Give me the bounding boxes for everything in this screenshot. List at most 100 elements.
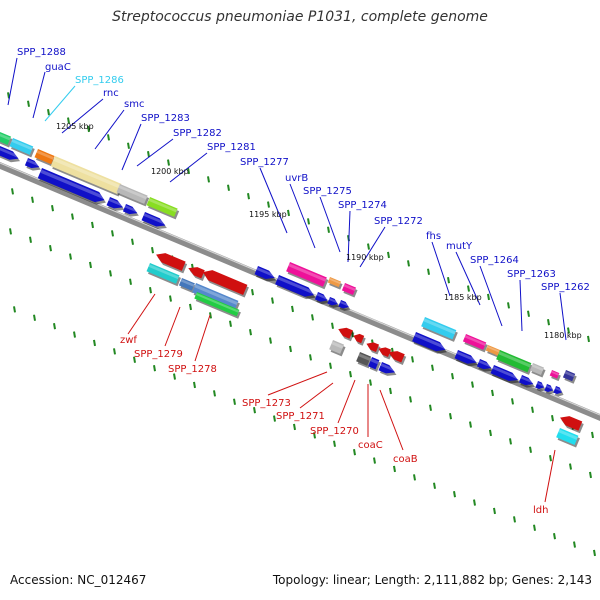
forward-gene-arrow-highlight [328,297,339,304]
scale-tick [547,318,550,326]
feature-box [341,283,357,296]
scale-tick [291,305,294,313]
feature-box [556,428,579,445]
scale-tick [151,246,154,254]
scale-tick [373,457,376,464]
gene-label-uvrb[interactable]: uvrB [285,173,308,184]
forward-gene-arrow [275,275,314,297]
gene-label-spp-1263[interactable]: SPP_1263 [507,269,556,280]
gene-label-spp-1277[interactable]: SPP_1277 [240,157,289,168]
feature-box-highlight [53,157,121,189]
gene-label-spp-1281[interactable]: SPP_1281 [207,142,256,153]
scale-tick [573,541,576,548]
gene-label-smc[interactable]: smc [124,99,144,110]
forward-gene-arrow-highlight [520,376,535,384]
gene-label-coab[interactable]: coaB [393,454,418,465]
forward-gene-arrow-highlight [26,159,41,167]
feature-box-highlight [195,292,240,313]
reverse-gene-arrow [156,253,186,271]
gene-label-ldh[interactable]: ldh [533,505,548,516]
feature-box-highlight [11,139,33,151]
gene-label-spp-1272[interactable]: SPP_1272 [374,216,423,227]
scale-tick [493,507,496,515]
scale-tick [473,499,476,506]
leader-line [44,85,76,122]
forward-gene-arrow-highlight [40,169,106,200]
gene-label-spp-1275[interactable]: SPP_1275 [303,186,352,197]
gene-label-spp-1262[interactable]: SPP_1262 [541,282,590,293]
scale-tick [593,549,596,557]
gene-label-spp-1264[interactable]: SPP_1264 [470,255,519,266]
scale-tick [533,524,536,531]
gene-label-spp-1283[interactable]: SPP_1283 [141,113,190,124]
feature-box-highlight [194,284,238,305]
scale-tick [89,261,92,269]
scale-tick [327,226,330,233]
forward-gene-arrow [24,158,40,169]
leader-line [544,449,556,503]
feature-box-highlight [0,133,11,141]
scale-tick [29,236,32,243]
scale-tick [447,276,450,284]
scale-tick [49,244,52,252]
gene-label-guac[interactable]: guaC [45,62,71,73]
leader-line [347,210,351,263]
scale-tick [589,471,592,479]
gene-label-coac[interactable]: coaC [358,440,383,451]
leader-line [319,196,341,253]
forward-gene-arrow [106,197,124,209]
feature-box [178,278,195,291]
gene-label-spp-1278[interactable]: SPP_1278 [168,364,217,375]
feature-box [327,277,342,288]
scale-tick [309,354,312,361]
scale-tick [147,150,150,158]
gene-label-spp-1286[interactable]: SPP_1286 [75,75,124,86]
reverse-gene-arrow [366,342,380,353]
leader-line [431,241,451,297]
gene-label-spp-1288[interactable]: SPP_1288 [17,47,66,58]
leader-line [337,379,356,424]
scale-tick [387,251,390,259]
scale-tick [471,381,474,388]
scale-label: 1180 kbp [544,331,582,340]
scale-tick [413,474,416,481]
feature-box [50,156,122,195]
scale-tick [407,260,410,267]
scale-tick [289,345,292,353]
gene-label-fhs[interactable]: fhs [426,231,441,242]
reverse-gene-arrow [202,270,248,295]
gene-label-muty[interactable]: mutY [446,241,473,252]
feature-box-highlight [550,370,560,376]
gene-label-spp-1282[interactable]: SPP_1282 [173,128,222,139]
scale-tick [569,463,572,470]
gene-label-spp-1274[interactable]: SPP_1274 [338,200,387,211]
forward-gene-arrow [122,204,138,215]
scale-tick [153,364,156,372]
leader-line [289,183,316,249]
gene-label-rnc[interactable]: rnc [103,88,119,99]
feature-box-highlight [564,371,575,378]
scale-tick [431,364,434,371]
forward-gene-arrow-highlight [478,360,493,368]
gene-label-spp-1271[interactable]: SPP_1271 [276,411,325,422]
feature-box-highlight [370,358,379,365]
gene-label-spp-1270[interactable]: SPP_1270 [310,426,359,437]
gene-label-spp-1279[interactable]: SPP_1279 [134,349,183,360]
scale-tick [71,213,74,220]
scale-tick [367,243,370,250]
feature-box [9,138,34,155]
leader-line [169,152,208,183]
scale-tick [293,423,296,431]
scale-tick [567,327,570,334]
scale-tick [307,218,310,225]
forward-gene-arrow-highlight [414,333,447,350]
forward-gene-arrow [254,266,275,279]
forward-gene-arrow-highlight [108,198,125,207]
feature-box-highlight [343,284,356,291]
forward-gene-arrow [141,212,166,227]
gene-label-spp-1273[interactable]: SPP_1273 [242,398,291,409]
gene-label-zwf[interactable]: zwf [120,335,137,346]
scale-tick [207,176,210,183]
gene-features [0,132,584,448]
scale-tick [531,406,534,413]
